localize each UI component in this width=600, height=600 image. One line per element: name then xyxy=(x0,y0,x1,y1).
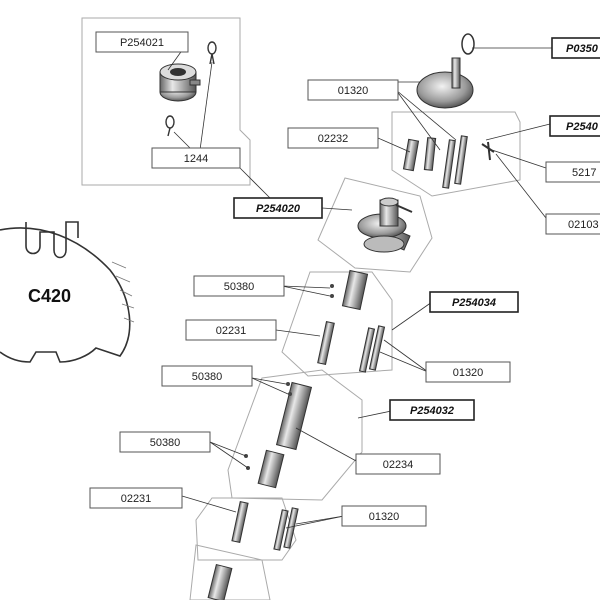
gearbox-assembly-icon xyxy=(357,197,413,253)
svg-text:1244: 1244 xyxy=(184,153,208,165)
eye-hook-icon xyxy=(165,41,217,137)
label-01320-bot: 01320 xyxy=(341,505,427,527)
svg-text:50380: 50380 xyxy=(192,371,223,383)
svg-text:5217: 5217 xyxy=(572,167,596,179)
label-50380-b: 50380 xyxy=(161,365,253,387)
c420-profile: C420 xyxy=(0,221,135,363)
svg-text:02231: 02231 xyxy=(216,325,247,337)
svg-text:50380: 50380 xyxy=(150,437,181,449)
label-p254032: P254032 xyxy=(389,399,475,421)
label-p254021: P254021 xyxy=(95,31,189,53)
label-01320-mid: 01320 xyxy=(425,361,511,383)
label-p254020: P254020 xyxy=(233,197,323,219)
label-5217: 5217 xyxy=(545,161,600,183)
crank-knob-icon xyxy=(416,33,475,109)
label-50380-a: 50380 xyxy=(193,275,285,297)
label-50380-c: 50380 xyxy=(119,431,211,453)
label-p0350: P0350 xyxy=(551,37,600,59)
svg-text:P254034: P254034 xyxy=(452,297,496,309)
svg-text:P254021: P254021 xyxy=(120,37,164,49)
svg-text:50380: 50380 xyxy=(224,281,255,293)
svg-text:P2540: P2540 xyxy=(566,121,599,133)
svg-text:P0350: P0350 xyxy=(566,43,599,55)
label-02234: 02234 xyxy=(355,453,441,475)
svg-text:02103: 02103 xyxy=(568,219,599,231)
gearbox-part-icon xyxy=(159,63,201,102)
exploded-frames xyxy=(189,111,521,600)
label-02231-b: 02231 xyxy=(89,487,183,509)
svg-text:P254020: P254020 xyxy=(256,203,301,215)
connector-rods-upper xyxy=(402,135,495,189)
svg-text:01320: 01320 xyxy=(453,367,484,379)
leader-lines xyxy=(181,47,552,529)
label-02103: 02103 xyxy=(545,213,600,235)
svg-text:02232: 02232 xyxy=(318,133,349,145)
profile-name: C420 xyxy=(28,286,71,306)
svg-text:P254032: P254032 xyxy=(410,405,454,417)
label-01320-top: 01320 xyxy=(307,79,399,101)
label-p254034: P254034 xyxy=(429,291,519,313)
tube-segments xyxy=(207,269,369,600)
label-02232: 02232 xyxy=(287,127,379,149)
label-02231-a: 02231 xyxy=(185,319,277,341)
label-1244: 1244 xyxy=(151,147,241,169)
svg-text:02234: 02234 xyxy=(383,459,414,471)
screw-icons xyxy=(244,284,334,470)
svg-text:01320: 01320 xyxy=(369,511,400,523)
connector-rods-mid xyxy=(231,321,386,551)
label-p2540: P2540 xyxy=(549,115,600,137)
svg-text:01320: 01320 xyxy=(338,85,369,97)
detail-frame-top xyxy=(81,17,251,186)
svg-text:02231: 02231 xyxy=(121,493,152,505)
